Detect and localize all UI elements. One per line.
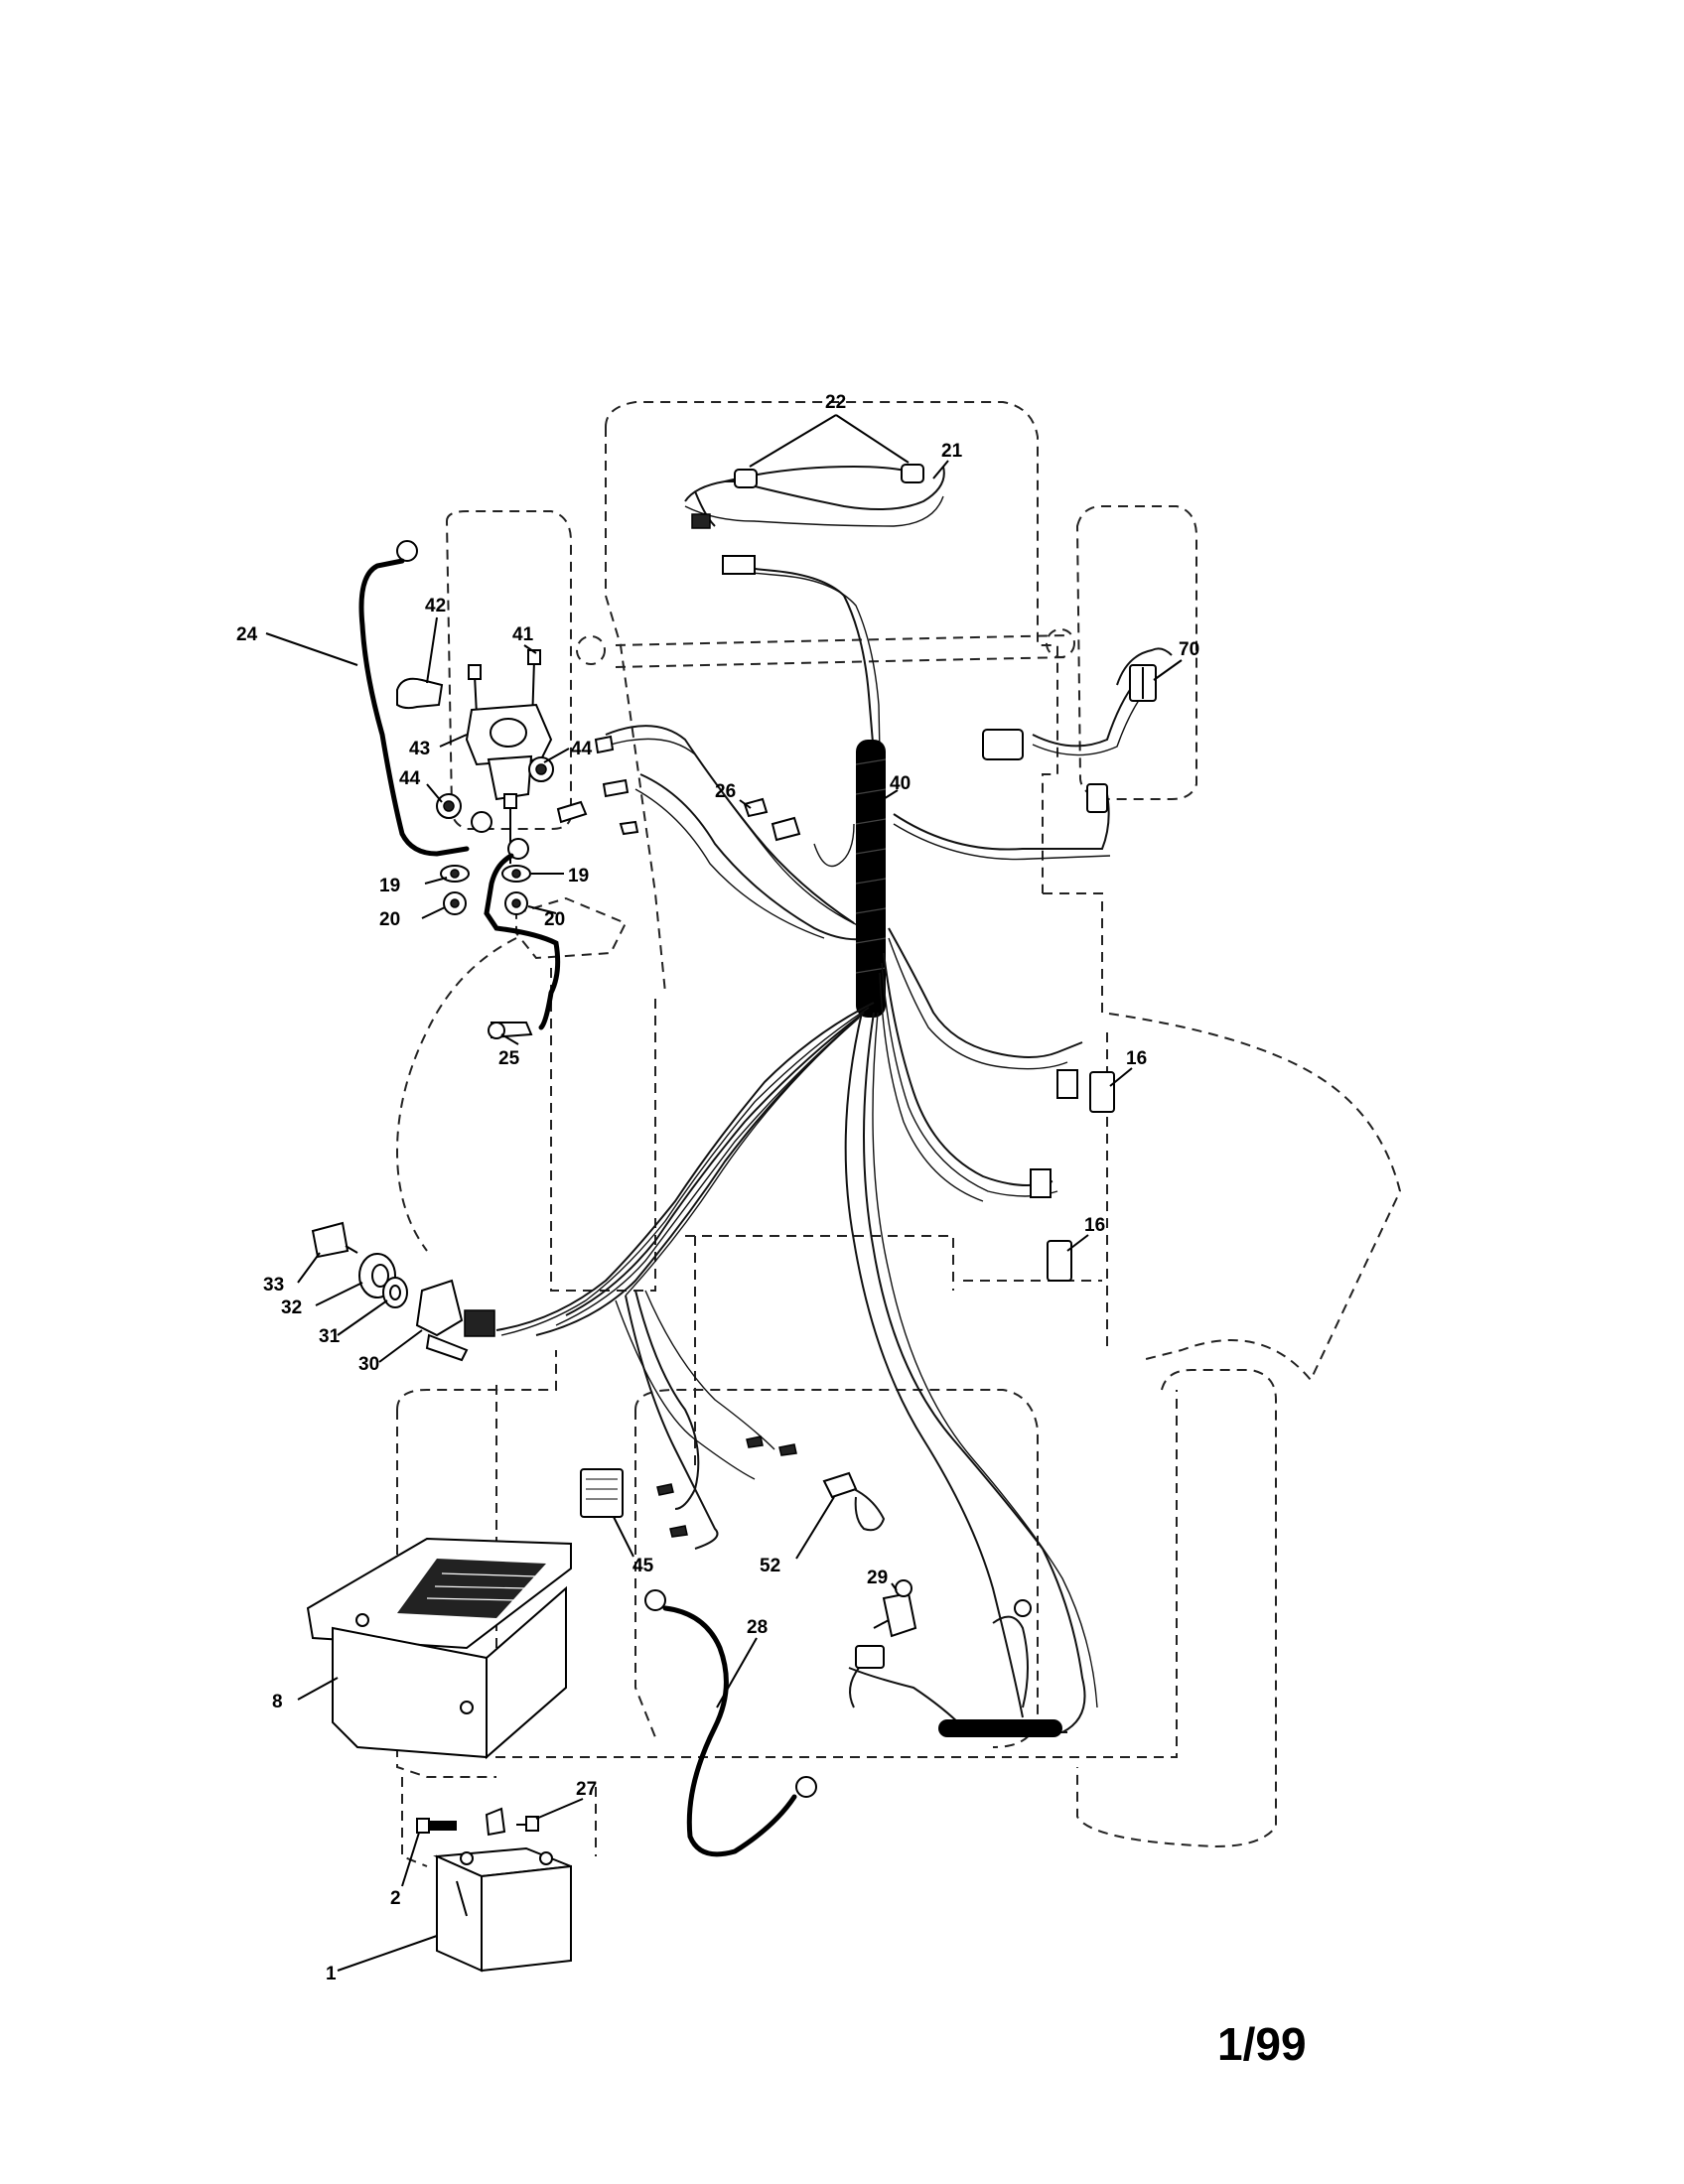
seat-switch-connector [855,1599,1032,1669]
callout-28: 28 [747,1617,768,1638]
callout-19b: 19 [568,866,589,887]
ignition-nut-31 [382,1277,408,1308]
callout-19a: 19 [379,876,400,896]
callout-21: 21 [941,441,963,462]
callout-33: 33 [263,1275,284,1296]
callout-26: 26 [715,781,736,802]
callout-45: 45 [632,1556,654,1576]
callout-16a: 16 [1126,1048,1147,1069]
headlight-assembly [691,464,924,575]
callout-labels: 22 21 42 41 24 43 44 44 19 19 20 20 25 2… [236,392,1199,1984]
connector-70 [982,664,1157,813]
callout-20a: 20 [379,909,400,930]
battery-cable-24 [358,540,470,857]
callout-43: 43 [409,739,430,759]
callout-52: 52 [760,1556,780,1576]
leader-lines [265,414,1183,1972]
callout-1: 1 [326,1964,337,1984]
main-wiring-harness [495,465,1173,1737]
callout-8: 8 [272,1692,283,1712]
callout-25: 25 [498,1048,520,1069]
ignition-key-33 [311,1221,358,1259]
module-45 [580,1468,624,1518]
callout-41: 41 [512,624,534,645]
battery-tray-8 [306,1537,572,1760]
nut-44 [436,756,554,819]
callout-40: 40 [890,773,911,794]
switch-29 [873,1579,917,1638]
callout-70: 70 [1179,639,1199,660]
callout-32: 32 [281,1297,302,1318]
ignition-switch-30 [415,1279,495,1362]
washer-19 [440,865,531,883]
callout-20b: 20 [544,909,565,930]
nut-20 [443,891,528,915]
callout-30: 30 [358,1354,379,1375]
plug-52 [822,1471,886,1532]
callout-16b: 16 [1084,1215,1105,1236]
callout-42: 42 [425,596,446,616]
callout-2: 2 [390,1888,401,1909]
callout-44b: 44 [399,768,421,789]
battery-1 [433,1846,572,1973]
callout-24: 24 [236,624,258,645]
bolt-2 [416,1818,457,1834]
terminal-hardware-27 [485,1807,539,1837]
wire-clip-42 [396,677,444,710]
tractor-outline [395,401,1402,1867]
callout-22: 22 [825,392,846,413]
inline-connectors [556,735,639,836]
solenoid-cable-25 [471,811,561,1039]
page-number: 1/99 [1217,2018,1307,2070]
callout-31: 31 [319,1326,341,1347]
connector-16 [1030,1069,1115,1282]
connector-26 [743,797,801,842]
battery-cable-28 [644,1589,817,1857]
callout-29: 29 [867,1568,888,1588]
callout-44a: 44 [571,739,593,759]
harness-terminals [656,1435,797,1538]
starter-solenoid-43 [465,649,553,864]
callout-27: 27 [576,1779,597,1800]
